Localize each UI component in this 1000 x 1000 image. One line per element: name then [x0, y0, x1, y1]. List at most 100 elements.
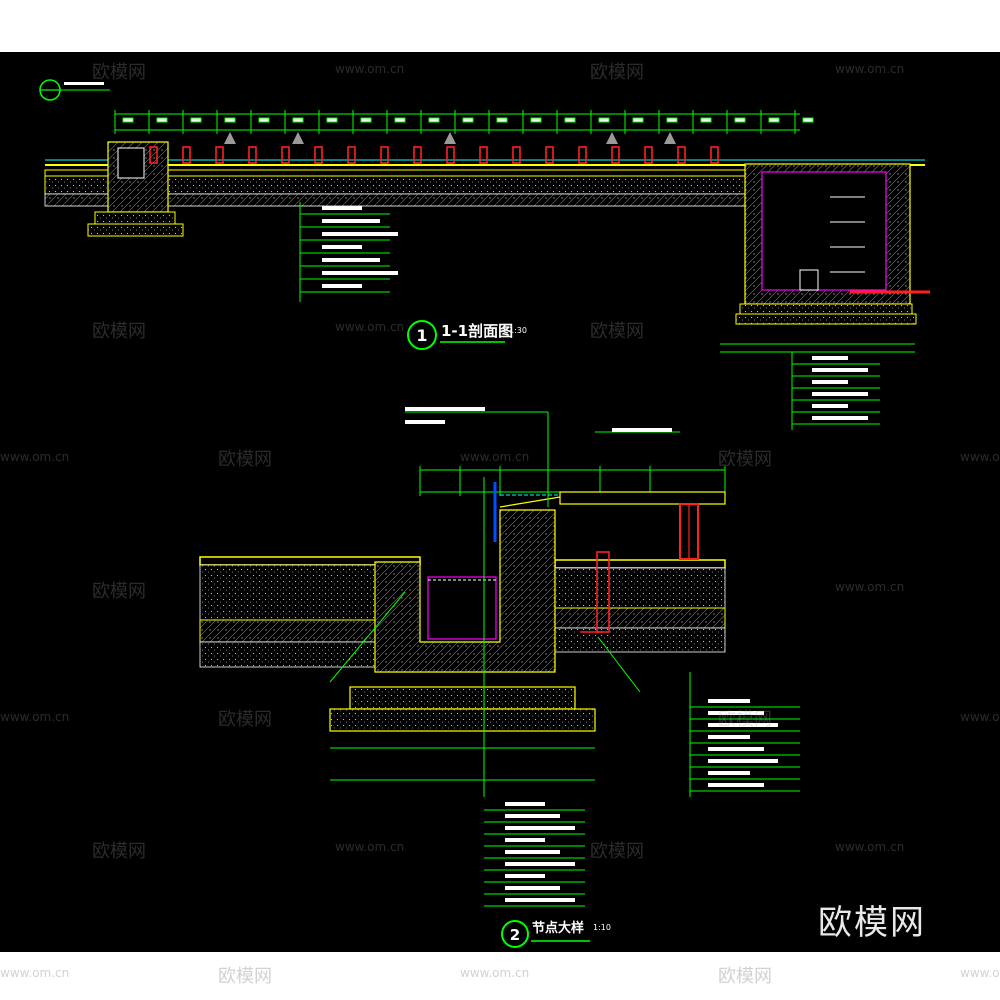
nozzle-post [677, 146, 686, 164]
dimension-text-mark [496, 117, 508, 123]
note-text-mark [505, 838, 545, 842]
dimension-text-mark [394, 117, 406, 123]
lamp-fixture [606, 132, 618, 144]
nozzle-post [347, 146, 356, 164]
nozzle-post [182, 146, 191, 164]
lamp-fixture [664, 132, 676, 144]
note-text-mark [812, 356, 848, 360]
section-1-notes [300, 206, 398, 293]
note-text-mark [812, 380, 848, 384]
dimension-text-mark [428, 117, 440, 123]
note-text-mark [708, 711, 764, 715]
section-2-title: 节点大样 [532, 920, 584, 936]
note-text-mark [322, 206, 362, 210]
note-text-mark [708, 723, 778, 727]
nozzle-post [149, 146, 158, 164]
dimension-text-mark [224, 117, 236, 123]
dimension-text-mark [564, 117, 576, 123]
watermark-brand: 欧模网 [218, 966, 272, 987]
post-row [149, 132, 719, 164]
bottom-watermark-strip: www.om.cn 欧模网 www.om.cn 欧模网 www.om.cn [0, 952, 1000, 1000]
note-text-mark [505, 802, 545, 806]
dimension-text-mark [122, 117, 134, 123]
nozzle-post [644, 146, 653, 164]
section-2-number: 2 [510, 926, 520, 944]
section-1-number-circle [407, 320, 437, 350]
dimension-ticks-top [114, 110, 814, 134]
nozzle-post [248, 146, 257, 164]
note-text-mark [322, 284, 362, 288]
note-text-mark [708, 771, 750, 775]
watermark-brand: 欧模网 [718, 966, 772, 987]
nozzle-post [380, 146, 389, 164]
note-text-mark [505, 886, 560, 890]
nozzle-post [545, 146, 554, 164]
nozzle-post [479, 146, 488, 164]
nozzle-post [710, 146, 719, 164]
dimension-text-mark [632, 117, 644, 123]
note-text-mark [405, 407, 485, 411]
nozzle-post [314, 146, 323, 164]
section-2-scale: 1:10 [593, 923, 611, 932]
nozzle-post [215, 146, 224, 164]
note-text-mark [708, 735, 750, 739]
lamp-fixture [224, 132, 236, 144]
dimension-text-mark [462, 117, 474, 123]
note-text-mark [708, 747, 764, 751]
dimension-text-mark [190, 117, 202, 123]
note-text-mark [405, 420, 445, 424]
note-text-mark [322, 245, 362, 249]
watermark-url: www.om.cn [0, 966, 70, 980]
note-text-mark [505, 814, 560, 818]
note-text-mark [812, 416, 868, 420]
dimension-text-mark [666, 117, 678, 123]
note-text-mark [812, 368, 868, 372]
dimension-text-mark [700, 117, 712, 123]
lamp-fixture [292, 132, 304, 144]
note-text-mark [612, 428, 672, 432]
note-text-mark [708, 783, 764, 787]
section-1-drawing: 1 1-1剖面图 1:30 [39, 79, 930, 430]
note-text-mark [322, 271, 398, 275]
note-text-mark [505, 874, 545, 878]
nozzle-post [611, 146, 620, 164]
note-text-mark [322, 258, 380, 262]
dimension-text-mark [530, 117, 542, 123]
dimension-text-mark [326, 117, 338, 123]
note-text-mark [708, 699, 750, 703]
watermark-url: www.om.cn [960, 966, 1000, 980]
dimension-text-mark [360, 117, 372, 123]
note-text-mark [812, 392, 868, 396]
note-text-mark [708, 759, 778, 763]
note-text-mark [322, 219, 380, 223]
dimension-text-mark [156, 117, 168, 123]
dimension-text-mark [598, 117, 610, 123]
note-text-mark [505, 826, 575, 830]
dimension-text-mark [258, 117, 270, 123]
nozzle-post [446, 146, 455, 164]
nozzle-post [413, 146, 422, 164]
note-text-mark [505, 850, 560, 854]
section-1-scale: 1:30 [509, 326, 527, 335]
note-text-mark [812, 404, 848, 408]
lamp-fixture [444, 132, 456, 144]
brand-logo-text: 欧模网 [818, 903, 926, 943]
watermark-url: www.om.cn [460, 966, 530, 980]
note-text-mark [505, 862, 575, 866]
dimension-text-mark [734, 117, 746, 123]
cad-viewport: 1 1-1剖面图 1:30 [0, 52, 1000, 952]
section-2-notes [405, 407, 800, 907]
dimension-text-mark [802, 117, 814, 123]
dimension-text-mark [768, 117, 780, 123]
pit-notes [792, 356, 880, 425]
section-2-drawing: 2 节点大样 1:10 [199, 407, 800, 948]
nozzle-post [281, 146, 290, 164]
note-text-mark [505, 898, 575, 902]
section-1-title: 1-1剖面图 [441, 322, 513, 340]
nozzle-post [578, 146, 587, 164]
section-2-number-circle [501, 920, 529, 948]
section-1-number: 1 [416, 326, 427, 345]
nozzle-post [512, 146, 521, 164]
dimension-text-mark [292, 117, 304, 123]
note-text-mark [322, 232, 398, 236]
